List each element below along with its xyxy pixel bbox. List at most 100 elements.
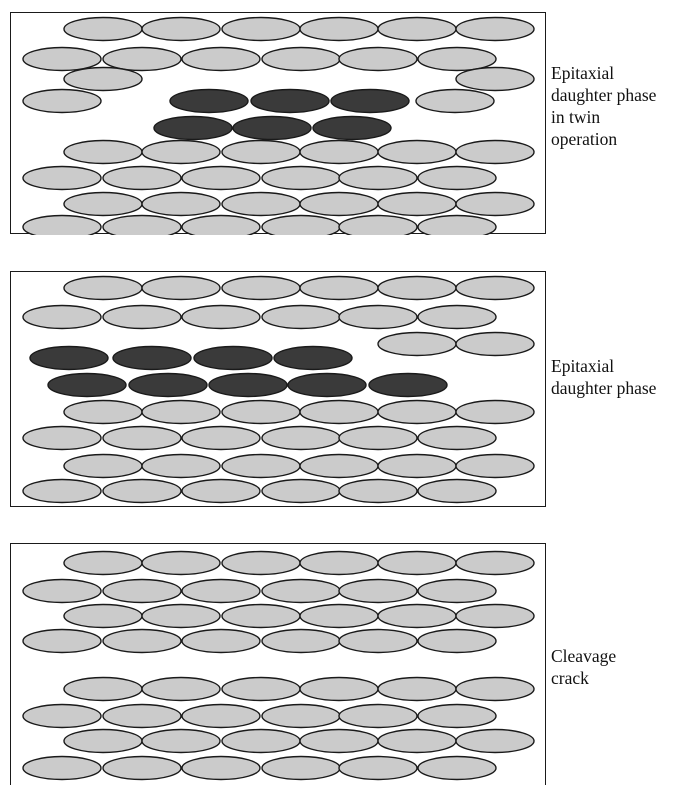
matrix-molecule — [22, 46, 102, 72]
matrix-molecule — [102, 478, 182, 504]
matrix-molecule — [22, 755, 102, 781]
matrix-molecule — [141, 728, 221, 754]
matrix-molecule — [22, 88, 102, 114]
matrix-molecule — [261, 214, 341, 235]
matrix-molecule — [417, 214, 497, 235]
matrix-molecule — [221, 676, 301, 702]
matrix-molecule — [102, 628, 182, 654]
caption-line: operation — [551, 129, 618, 149]
caption-line: daughter phase — [551, 85, 657, 105]
matrix-molecule — [181, 46, 261, 72]
matrix-molecule — [181, 578, 261, 604]
matrix-molecule — [181, 214, 261, 235]
matrix-molecule — [338, 703, 418, 729]
matrix-molecule — [261, 628, 341, 654]
matrix-molecule — [377, 453, 457, 479]
matrix-molecule — [377, 728, 457, 754]
matrix-molecule — [181, 478, 261, 504]
matrix-molecule — [261, 578, 341, 604]
daughter-phase-molecule — [330, 88, 410, 114]
matrix-molecule — [261, 165, 341, 191]
matrix-molecule — [261, 425, 341, 451]
matrix-molecule — [102, 425, 182, 451]
matrix-molecule — [455, 16, 535, 42]
matrix-molecule — [299, 550, 379, 576]
matrix-molecule — [181, 165, 261, 191]
matrix-molecule — [338, 578, 418, 604]
matrix-molecule — [181, 628, 261, 654]
matrix-molecule — [455, 603, 535, 629]
matrix-molecule — [299, 676, 379, 702]
daughter-phase-molecule — [368, 372, 448, 398]
matrix-molecule — [63, 399, 143, 425]
matrix-molecule — [63, 139, 143, 165]
matrix-molecule — [141, 191, 221, 217]
matrix-molecule — [63, 16, 143, 42]
caption-line: crack — [551, 668, 589, 688]
matrix-molecule — [417, 304, 497, 330]
matrix-molecule — [417, 578, 497, 604]
daughter-phase-molecule — [193, 345, 273, 371]
matrix-molecule — [102, 46, 182, 72]
matrix-molecule — [338, 755, 418, 781]
matrix-molecule — [455, 399, 535, 425]
matrix-molecule — [141, 550, 221, 576]
matrix-molecule — [455, 728, 535, 754]
matrix-molecule — [102, 165, 182, 191]
matrix-molecule — [455, 275, 535, 301]
matrix-molecule — [338, 304, 418, 330]
matrix-molecule — [221, 191, 301, 217]
matrix-molecule — [455, 66, 535, 92]
matrix-molecule — [102, 703, 182, 729]
matrix-molecule — [377, 16, 457, 42]
matrix-molecule — [22, 628, 102, 654]
matrix-molecule — [141, 16, 221, 42]
panel-twin-operation — [10, 12, 546, 235]
matrix-molecule — [22, 165, 102, 191]
matrix-molecule — [377, 399, 457, 425]
matrix-molecule — [299, 728, 379, 754]
matrix-molecule — [415, 88, 495, 114]
matrix-molecule — [221, 275, 301, 301]
matrix-molecule — [377, 603, 457, 629]
daughter-phase-molecule — [29, 345, 109, 371]
matrix-molecule — [299, 453, 379, 479]
matrix-molecule — [455, 139, 535, 165]
matrix-molecule — [377, 550, 457, 576]
daughter-phase-molecule — [47, 372, 127, 398]
matrix-molecule — [299, 191, 379, 217]
matrix-molecule — [377, 676, 457, 702]
matrix-molecule — [141, 399, 221, 425]
molecular-layers-diagram-3 — [22, 550, 535, 781]
matrix-molecule — [141, 453, 221, 479]
matrix-molecule — [22, 578, 102, 604]
matrix-molecule — [63, 66, 143, 92]
matrix-molecule — [22, 304, 102, 330]
matrix-molecule — [455, 550, 535, 576]
matrix-molecule — [377, 191, 457, 217]
caption-line: Epitaxial — [551, 356, 615, 376]
daughter-phase-molecule — [250, 88, 330, 114]
matrix-molecule — [417, 46, 497, 72]
matrix-molecule — [221, 603, 301, 629]
matrix-molecule — [338, 628, 418, 654]
matrix-molecule — [141, 275, 221, 301]
matrix-molecule — [63, 191, 143, 217]
caption-line: Epitaxial — [551, 63, 615, 83]
matrix-molecule — [299, 139, 379, 165]
matrix-molecule — [221, 399, 301, 425]
matrix-molecule — [261, 304, 341, 330]
matrix-molecule — [63, 728, 143, 754]
daughter-phase-molecule — [169, 88, 249, 114]
matrix-molecule — [417, 703, 497, 729]
matrix-molecule — [63, 275, 143, 301]
matrix-molecule — [141, 603, 221, 629]
matrix-molecule — [417, 755, 497, 781]
matrix-molecule — [261, 703, 341, 729]
caption-line: in twin — [551, 107, 601, 127]
caption-cleavage-crack: Cleavage crack — [551, 645, 682, 689]
matrix-molecule — [221, 453, 301, 479]
matrix-molecule — [261, 46, 341, 72]
matrix-molecule — [338, 425, 418, 451]
matrix-molecule — [22, 478, 102, 504]
